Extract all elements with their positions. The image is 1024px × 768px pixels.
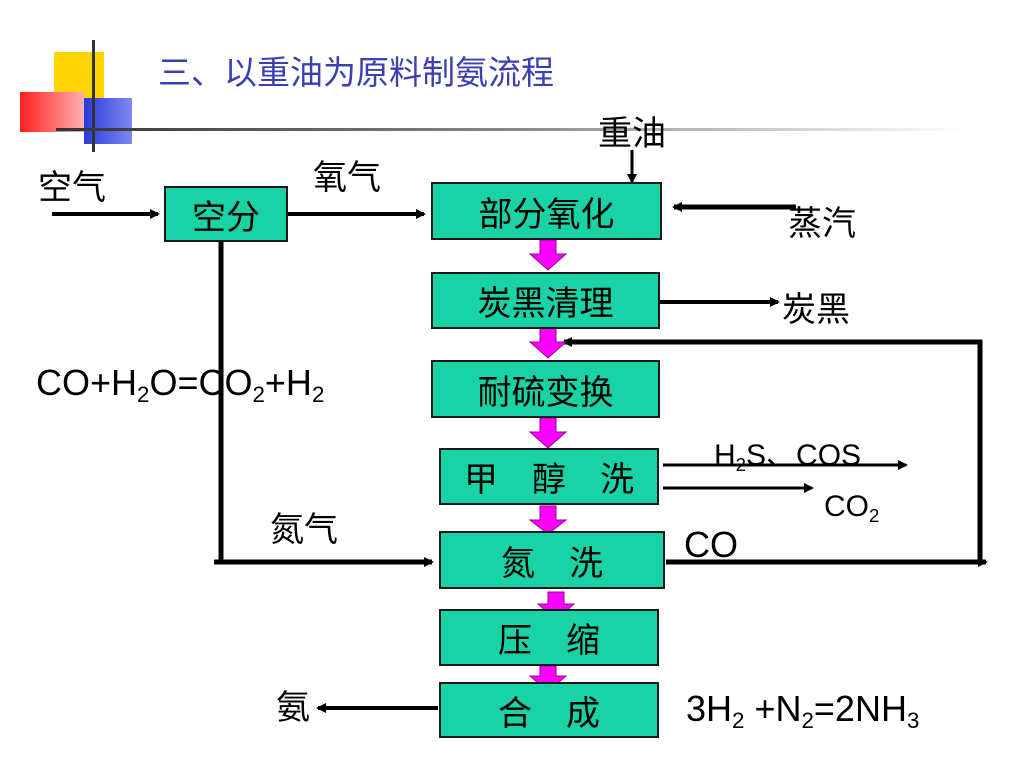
flow-arrow-3 — [528, 417, 568, 449]
label-oxygen: 氧气 — [313, 158, 381, 198]
label-nitrogen: 氮气 — [270, 510, 338, 550]
flow-arrow-1 — [528, 239, 568, 271]
box-nitrogen-wash: 氮 洗 — [439, 531, 665, 589]
line-co-recycle — [562, 337, 983, 562]
label-ammonia: 氨 — [276, 688, 310, 728]
box-partial-oxidation: 部分氧化 — [431, 182, 662, 240]
deco-vertical-line — [92, 40, 95, 152]
deco-red-square — [20, 92, 84, 132]
label-co2: CO2 — [824, 490, 880, 526]
box-compression: 压 缩 — [439, 609, 659, 666]
label-co: CO — [684, 524, 738, 565]
box-carbon-black-removal: 炭黑清理 — [431, 272, 660, 329]
box-air-separation: 空分 — [164, 186, 288, 242]
label-heavy-oil: 重油 — [598, 114, 666, 154]
equation-shift-reaction: CO+H2O=CO2+H2 — [36, 362, 325, 408]
label-carbon-black: 炭黑 — [782, 290, 850, 330]
label-air: 空气 — [38, 168, 106, 208]
page-title: 三、以重油为原料制氨流程 — [158, 53, 554, 92]
deco-horizontal-line — [56, 128, 966, 131]
box-sulfur-tolerant-shift: 耐硫变换 — [431, 360, 660, 418]
box-methanol-wash: 甲 醇 洗 — [439, 448, 659, 505]
label-steam: 蒸汽 — [788, 204, 856, 244]
box-synthesis: 合 成 — [439, 682, 659, 738]
equation-ammonia-synthesis: 3H2 +N2=2NH3 — [686, 688, 920, 734]
flow-arrow-2 — [528, 327, 568, 359]
label-h2s-cos: H2S、COS — [714, 439, 862, 475]
flow-arrow-4 — [528, 505, 568, 535]
